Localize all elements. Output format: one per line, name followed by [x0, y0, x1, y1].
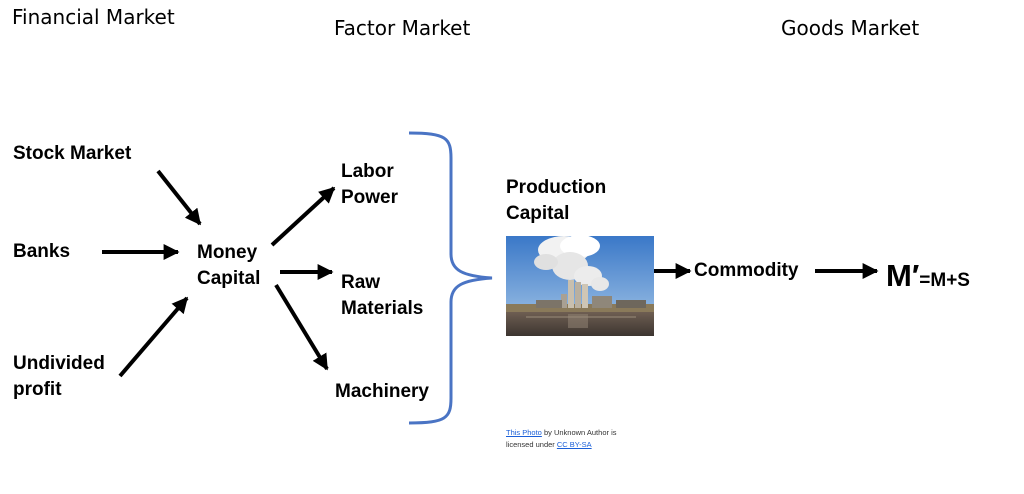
banks-label: Banks: [13, 241, 71, 262]
photo-credit-text: by Unknown Author is licensed under: [506, 428, 617, 449]
m-prime-formula: M′=M+S: [886, 258, 970, 294]
arrow-money-to-machinery: [274, 283, 329, 371]
raw-materials-label: Raw Materials: [341, 272, 424, 319]
curly-brace: [408, 131, 493, 425]
money-capital-label: Money Capital: [197, 242, 261, 289]
undivided-profit-label: Undivided profit: [13, 353, 105, 400]
m-prime-symbol: M′: [886, 258, 920, 293]
factor-market-header: Factor Market: [334, 16, 471, 40]
photo-link[interactable]: This Photo: [506, 428, 542, 437]
power-plant-photo: [506, 236, 654, 336]
photo-credit: This Photo by Unknown Author is licensed…: [506, 427, 626, 451]
financial-market-header: Financial Market: [12, 5, 175, 29]
arrow-profit-to-money: [118, 296, 189, 378]
commodity-label: Commodity: [694, 260, 799, 281]
goods-market-header: Goods Market: [781, 16, 920, 40]
machinery-label: Machinery: [335, 381, 429, 402]
arrow-stock-to-money: [156, 169, 202, 226]
stock-market-label: Stock Market: [13, 143, 132, 164]
arrow-money-to-labor: [270, 186, 336, 247]
license-link[interactable]: CC BY-SA: [556, 440, 592, 449]
production-capital-label: Production Capital: [506, 177, 607, 224]
m-prime-sum: =M+S: [919, 270, 970, 291]
labor-power-label: Labor Power: [341, 161, 399, 208]
